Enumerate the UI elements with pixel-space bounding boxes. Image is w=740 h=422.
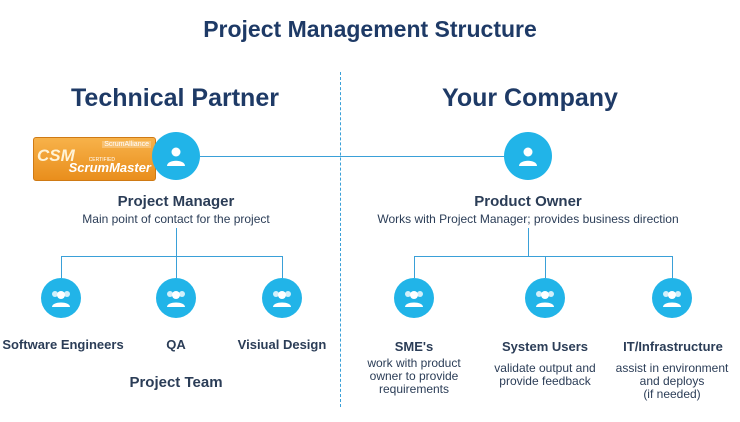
- product-owner-node: [504, 132, 552, 180]
- qa-node: [156, 278, 196, 318]
- it-infrastructure-node: [652, 278, 692, 318]
- scrummaster-badge: CSM ScrumAlliance CERTIFIED ScrumMaster: [33, 137, 156, 181]
- badge-name: ScrumMaster: [68, 160, 151, 175]
- system-users-desc-line: provide feedback: [499, 374, 591, 388]
- product-owner-title: Product Owner: [474, 193, 582, 210]
- project-manager-title: Project Manager: [117, 193, 235, 210]
- group-icon: [167, 291, 185, 307]
- smes-node: [394, 278, 434, 318]
- it-infrastructure-desc: assist in environment and deploys (if ne…: [606, 362, 738, 401]
- qa-label: QA: [166, 337, 186, 352]
- right-branch: [414, 256, 672, 257]
- smes-label: SME's: [394, 339, 434, 354]
- smes-desc: work with product owner to provide requi…: [354, 357, 474, 396]
- group-icon: [663, 291, 681, 307]
- visual-design-node: [262, 278, 302, 318]
- system-users-desc: validate output and provide feedback: [482, 362, 608, 388]
- it-infrastructure-label: IT/Infrastructure: [623, 339, 723, 354]
- system-users-label: System Users: [502, 339, 588, 354]
- group-icon: [405, 291, 423, 307]
- right-stem: [528, 228, 529, 256]
- it-infrastructure-desc-line: assist in environment: [615, 361, 729, 375]
- group-icon: [536, 291, 554, 307]
- smes-desc-line: requirements: [378, 382, 450, 396]
- badge-certified: CERTIFIED: [88, 157, 115, 163]
- system-users-desc-line: validate output and: [494, 361, 596, 375]
- your-company-heading: Your Company: [442, 84, 618, 112]
- right-drop-3: [672, 256, 673, 278]
- person-icon: [167, 147, 185, 166]
- page-title: Project Management Structure: [203, 16, 537, 42]
- it-infrastructure-desc-line: (if needed): [643, 387, 701, 401]
- smes-desc-line: owner to provide: [369, 369, 459, 383]
- technical-partner-heading: Technical Partner: [71, 84, 279, 112]
- project-manager-desc: Main point of contact for the project: [82, 212, 270, 226]
- left-branch: [61, 256, 283, 257]
- software-engineers-label: Software Engineers: [2, 337, 124, 352]
- section-divider: [340, 72, 341, 407]
- group-icon: [273, 291, 291, 307]
- left-drop-2: [176, 256, 177, 278]
- visual-design-label: Visiual Design: [237, 337, 327, 352]
- badge-acronym: CSM: [37, 146, 75, 165]
- left-stem: [176, 228, 177, 256]
- badge-brand: ScrumAlliance: [102, 141, 151, 148]
- left-drop-1: [61, 256, 62, 278]
- person-icon: [519, 147, 537, 166]
- product-owner-desc: Works with Project Manager; provides bus…: [377, 212, 679, 226]
- group-icon: [52, 291, 70, 307]
- software-engineers-node: [41, 278, 81, 318]
- it-infrastructure-desc-line: and deploys: [639, 374, 705, 388]
- project-manager-node: [152, 132, 200, 180]
- project-team-label: Project Team: [129, 374, 223, 391]
- system-users-node: [525, 278, 565, 318]
- left-drop-3: [282, 256, 283, 278]
- smes-desc-line: work with product: [367, 356, 461, 370]
- lead-connector: [200, 156, 506, 157]
- right-drop-1: [414, 256, 415, 278]
- right-drop-2: [545, 256, 546, 278]
